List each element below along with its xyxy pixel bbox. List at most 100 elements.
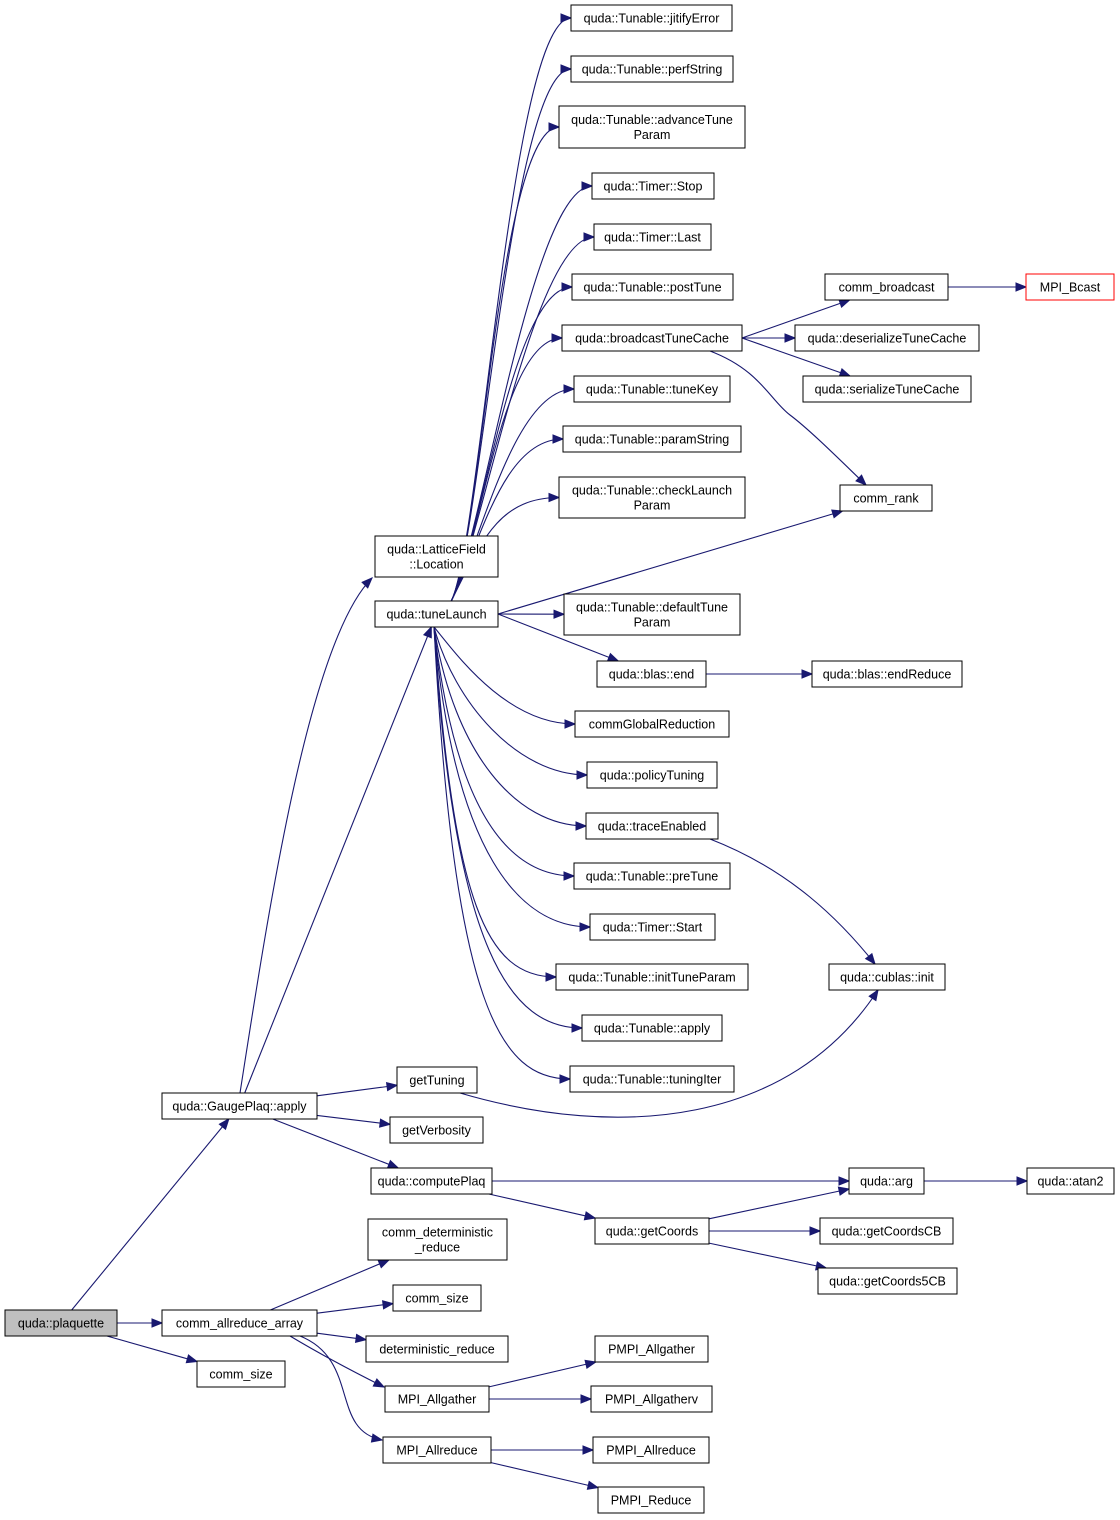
node-endreduce[interactable]: quda::blas::endReduce <box>811 660 963 688</box>
edge-tunelaunch-to-inittune <box>433 626 558 982</box>
node-pmpi_allreduce[interactable]: PMPI_Allreduce <box>592 1436 710 1464</box>
node-label: Param <box>634 616 671 630</box>
node-pmpi_allgatherv[interactable]: PMPI_Allgatherv <box>590 1385 713 1413</box>
node-serialize[interactable]: quda::serializeTuneCache <box>802 375 972 403</box>
arrow-head-icon <box>218 1117 230 1131</box>
node-pretune[interactable]: quda::Tunable::preTune <box>573 862 731 890</box>
node-box <box>4 1309 118 1337</box>
edge-line <box>316 1303 394 1314</box>
node-traceenabled[interactable]: quda::traceEnabled <box>585 812 719 840</box>
node-comm_size_a[interactable]: comm_size <box>392 1284 482 1312</box>
node-comm_det_reduce[interactable]: comm_deterministic_reduce <box>367 1218 508 1261</box>
node-mpi_allgather[interactable]: MPI_Allgather <box>384 1385 490 1413</box>
node-label: quda::Tunable::tuneKey <box>586 383 719 397</box>
node-deserialize[interactable]: quda::deserializeTuneCache <box>794 324 980 352</box>
node-label: quda::getCoordsCB <box>832 1225 942 1239</box>
node-box <box>367 1218 508 1261</box>
arrow-head-icon <box>563 384 576 394</box>
edge-line <box>289 1335 385 1388</box>
edge-comm_allreduce_array-to-mpi_allreduce <box>299 1335 384 1443</box>
arrow-head-icon <box>575 821 588 831</box>
arrow-head-icon <box>379 1118 392 1128</box>
node-label: comm_size <box>405 1292 468 1306</box>
node-tuningiter[interactable]: quda::Tunable::tuningIter <box>569 1065 735 1093</box>
edge-line <box>488 1193 596 1219</box>
edge-line <box>71 1118 230 1311</box>
edge-line <box>709 350 867 486</box>
edge-comm_allreduce_array-to-mpi_allgather <box>289 1335 386 1388</box>
node-tunelaunch[interactable]: quda::tuneLaunch <box>374 600 499 628</box>
node-jitifyerror[interactable]: quda::Tunable::jitifyError <box>570 4 733 32</box>
arrow-head-icon <box>584 1359 598 1369</box>
arrow-head-icon <box>422 625 432 639</box>
node-commglobal[interactable]: commGlobalReduction <box>574 710 730 738</box>
node-box <box>811 660 963 688</box>
node-box <box>196 1360 286 1388</box>
node-label: getTuning <box>409 1074 464 1088</box>
node-arg[interactable]: quda::arg <box>848 1167 925 1195</box>
edge-blasend-to-endreduce <box>706 669 814 679</box>
node-location[interactable]: quda::LatticeField::Location <box>374 535 499 578</box>
arrow-head-icon <box>151 1318 164 1328</box>
node-det_reduce[interactable]: deterministic_reduce <box>365 1335 509 1363</box>
node-getverbosity[interactable]: getVerbosity <box>389 1116 484 1144</box>
node-cublasinit[interactable]: quda::cublas::init <box>828 963 946 991</box>
node-comm_rank[interactable]: comm_rank <box>839 484 933 512</box>
node-box <box>392 1284 482 1312</box>
node-pmpi_reduce[interactable]: PMPI_Reduce <box>597 1486 705 1514</box>
node-getcoords5cb[interactable]: quda::getCoords5CB <box>817 1267 958 1295</box>
edge-line <box>272 1118 399 1169</box>
edge-tunelaunch-to-defaulttune <box>497 609 566 619</box>
edge-gettuning-to-cublasinit <box>459 988 879 1118</box>
node-box <box>570 4 733 32</box>
node-perfstring[interactable]: quda::Tunable::perfString <box>570 55 734 83</box>
node-posttune[interactable]: quda::Tunable::postTune <box>571 273 734 301</box>
node-label: quda::Tunable::preTune <box>586 870 719 884</box>
edge-line <box>244 626 432 1094</box>
node-box <box>555 963 749 991</box>
edge-comm_broadcast-to-mpi_bcast <box>948 282 1028 292</box>
node-tunableapply[interactable]: quda::Tunable::apply <box>581 1014 723 1042</box>
node-mpi_bcast[interactable]: MPI_Bcast <box>1025 273 1115 301</box>
node-box <box>574 710 730 738</box>
node-box <box>824 273 949 301</box>
node-blasend[interactable]: quda::blas::end <box>596 660 707 688</box>
node-gaugeplaq_apply[interactable]: quda::GaugePlaq::apply <box>161 1092 318 1120</box>
node-label: quda::Tunable::apply <box>594 1022 711 1036</box>
node-box <box>593 223 712 251</box>
node-timerstop[interactable]: quda::Timer::Stop <box>591 172 715 200</box>
node-getcoordscb[interactable]: quda::getCoordsCB <box>819 1217 954 1245</box>
node-comm_size_b[interactable]: comm_size <box>196 1360 286 1388</box>
node-label: PMPI_Reduce <box>611 1494 692 1508</box>
node-comm_allreduce_array[interactable]: comm_allreduce_array <box>161 1309 318 1337</box>
edge-line <box>433 626 557 978</box>
node-getcoords[interactable]: quda::getCoords <box>594 1217 710 1245</box>
node-paramstring[interactable]: quda::Tunable::paramString <box>562 425 742 453</box>
node-atan2[interactable]: quda::atan2 <box>1026 1167 1115 1195</box>
arrow-head-icon <box>553 609 566 619</box>
node-broadcastcache[interactable]: quda::broadcastTuneCache <box>561 324 743 352</box>
edge-tunelaunch-to-checklaunch <box>450 492 561 602</box>
node-label: MPI_Bcast <box>1040 281 1101 295</box>
node-computeplaq[interactable]: quda::computePlaq <box>370 1167 493 1195</box>
node-label: quda::Tunable::perfString <box>582 63 723 77</box>
edge-broadcastcache-to-deserialize <box>742 333 797 343</box>
node-comm_broadcast[interactable]: comm_broadcast <box>824 273 949 301</box>
node-mpi_allreduce[interactable]: MPI_Allreduce <box>382 1436 492 1464</box>
arrow-head-icon <box>548 122 561 132</box>
node-pmpi_allgather[interactable]: PMPI_Allgather <box>594 1335 709 1363</box>
edge-line <box>106 1335 198 1363</box>
edge-line <box>708 1188 850 1220</box>
node-tunekey[interactable]: quda::Tunable::tuneKey <box>573 375 731 403</box>
node-timerstart[interactable]: quda::Timer::Start <box>589 913 716 941</box>
node-policytuning[interactable]: quda::policyTuning <box>586 761 718 789</box>
arrow-head-icon <box>784 333 797 343</box>
node-gettuning[interactable]: getTuning <box>396 1066 478 1094</box>
node-timerlast[interactable]: quda::Timer::Last <box>593 223 712 251</box>
node-label: comm_allreduce_array <box>176 1317 304 1331</box>
node-inittune[interactable]: quda::Tunable::initTuneParam <box>555 963 749 991</box>
node-label: quda::Tunable::jitifyError <box>584 12 720 26</box>
